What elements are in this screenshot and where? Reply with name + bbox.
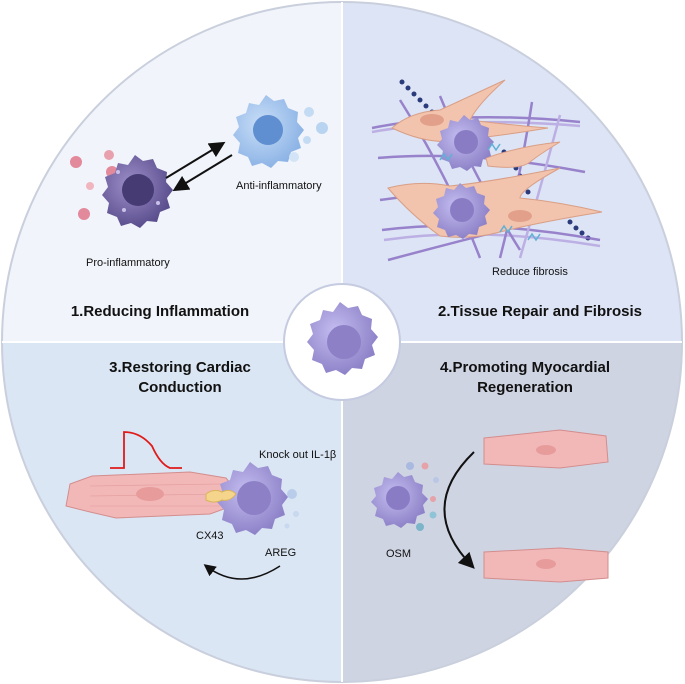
- q1-background: [2, 2, 342, 342]
- vesicle: [156, 201, 160, 205]
- vesicle: [122, 208, 126, 212]
- polarization-arrow-down: [172, 154, 233, 192]
- cardiomyocyte-nucleus: [136, 487, 164, 501]
- repair-macrophage-nucleus: [450, 198, 474, 222]
- osm-dot: [406, 462, 414, 470]
- q1-title: 1.Reducing Inflammation: [70, 303, 250, 320]
- regeneration-macrophage-nucleus: [386, 486, 410, 510]
- osm-dot: [421, 462, 429, 470]
- anti-cytokine-dot: [289, 152, 299, 162]
- q2-title: 2.Tissue Repair and Fibrosis: [438, 303, 642, 320]
- osm-dot: [433, 477, 439, 483]
- cx43-label: CX43: [196, 530, 224, 542]
- anti-inflammatory-label: Anti-inflammatory: [236, 180, 322, 192]
- anti-cytokine-dot: [303, 136, 311, 144]
- action-potential-trace: [110, 431, 182, 469]
- cx43-gap-junction: [205, 489, 237, 503]
- center-macrophage-badge: [283, 283, 401, 401]
- anti-cytokine-dot: [304, 107, 314, 117]
- q4-title-line2: Regeneration: [477, 379, 573, 396]
- q3-title: 3.Restoring Cardiac Conduction: [70, 358, 290, 398]
- conduction-macrophage-nucleus: [237, 481, 271, 515]
- cytokine-dot: [104, 150, 114, 160]
- q3-illustration: [65, 431, 299, 580]
- areg-label: AREG: [265, 547, 297, 559]
- osm-dot: [430, 496, 436, 502]
- q2-illustration: [371, 79, 603, 262]
- fibroblast-nucleus: [508, 210, 532, 222]
- regeneration-arrow: [443, 451, 475, 569]
- areg-dot: [287, 489, 297, 499]
- repair-macrophage-nucleus: [454, 130, 478, 154]
- cardiomyocyte-nucleus: [536, 559, 556, 569]
- reduce-fibrosis-label: Reduce fibrosis: [492, 266, 568, 278]
- q4-title: 4.Promoting Myocardial Regeneration: [400, 358, 650, 398]
- q2-background: [342, 2, 682, 342]
- q4-title-line1: 4.Promoting Myocardial: [439, 359, 611, 376]
- polarization-arrow-up: [165, 141, 226, 179]
- vesicle: [116, 170, 120, 174]
- q3-title-line2: Conduction: [138, 379, 222, 396]
- pro-macrophage-nucleus: [122, 174, 154, 206]
- cytokine-dot: [70, 156, 82, 168]
- q3-title-line1: 3.Restoring Cardiac: [109, 359, 251, 376]
- cardiomyocyte-nucleus: [536, 445, 556, 455]
- q4-illustration: [371, 429, 609, 583]
- areg-dot: [284, 523, 290, 529]
- areg-to-cx43-arrow: [203, 564, 281, 580]
- pro-inflammatory-label: Pro-inflammatory: [86, 257, 170, 269]
- center-macrophage-nucleus: [327, 325, 361, 359]
- cytokine-dot: [78, 208, 90, 220]
- anti-cytokine-dot: [316, 122, 328, 134]
- fibroblast-nucleus: [420, 114, 444, 126]
- anti-macrophage-nucleus: [253, 115, 283, 145]
- osm-dot: [429, 511, 437, 519]
- fibroblast: [485, 141, 561, 168]
- areg-dot: [293, 511, 299, 517]
- cytokine-dot: [86, 182, 94, 190]
- knockout-il1b-label: Knock out IL-1β: [259, 449, 337, 461]
- osm-label: OSM: [386, 548, 412, 560]
- osm-dot: [416, 523, 424, 531]
- secreted-factors: [439, 142, 541, 242]
- q1-illustration: [70, 95, 328, 228]
